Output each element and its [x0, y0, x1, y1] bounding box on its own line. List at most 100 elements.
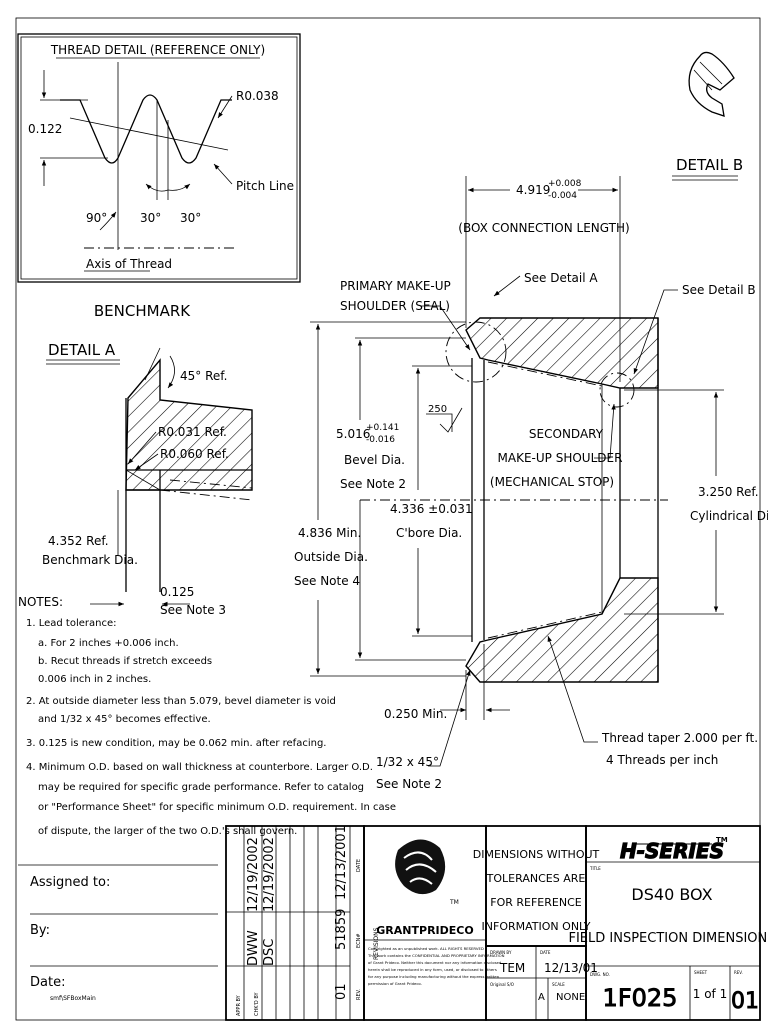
- draw-date-label: DATE: [540, 950, 551, 955]
- svg-text:TM: TM: [449, 899, 459, 906]
- series-tm: TM: [716, 836, 728, 844]
- copyright-line: This work contains the CONFIDENTIAL AND …: [367, 953, 505, 958]
- cylindrical-dia-value: 3.250 Ref.: [698, 485, 759, 499]
- revisions-label: REVISIONS: [373, 927, 380, 960]
- surface-finish-value: 250: [428, 404, 447, 415]
- note-line: 4. Minimum O.D. based on wall thickness …: [26, 762, 373, 773]
- tolerance-note-1: DIMENSIONS WITHOUT: [473, 848, 600, 861]
- box-bottom-wall: [465, 577, 659, 683]
- box-length-label: (BOX CONNECTION LENGTH): [458, 221, 629, 235]
- detail-a: DETAIL A 45° Ref. R0.031 Ref. R0.060 Ref…: [42, 341, 253, 617]
- chkd-date: 12/19/2002: [262, 837, 277, 912]
- note-line: b. Recut threads if stretch exceeds: [38, 656, 212, 667]
- appr-by-label: APPR BY: [236, 994, 242, 1016]
- drawing-title-1: DS40 BOX: [631, 885, 712, 904]
- surface-finish-symbol: [426, 407, 463, 433]
- note-line: of dispute, the larger of the two O.D.'s…: [38, 826, 297, 837]
- benchmark-label: BENCHMARK: [94, 302, 191, 320]
- thread-height-dim: 0.122: [28, 122, 62, 136]
- draw-date: 12/13/01: [544, 961, 598, 975]
- bevel-dia-minus: -0.016: [366, 435, 395, 445]
- note-line: 2. At outside diameter less than 5.079, …: [26, 696, 336, 707]
- see-detail-b: See Detail B: [682, 283, 756, 297]
- see-detail-a: See Detail A: [524, 271, 598, 285]
- cbore-dia-value: 4.336 ±0.031: [390, 502, 473, 516]
- benchmark-dia-label: Benchmark Dia.: [42, 553, 138, 567]
- chamfer-note: See Note 2: [376, 777, 442, 791]
- company-name: GRANTPRIDECO: [376, 924, 473, 937]
- appr-date: 12/19/2002: [246, 837, 261, 912]
- cylindrical-dia-label: Cylindrical Dia.: [690, 509, 768, 523]
- copyright-line: of Grant Prideco. Neither this document …: [368, 960, 502, 965]
- thread-taper: Thread taper 2.000 per ft.: [601, 731, 758, 745]
- detail-b: DETAIL B: [672, 51, 743, 181]
- grant-prideco-logo: TM GRANTPRIDECO: [376, 839, 474, 937]
- assigned-label: Assigned to:: [30, 875, 110, 890]
- rev2-label: REV.: [734, 970, 743, 975]
- detail-a-r1: R0.031 Ref.: [158, 425, 227, 439]
- chkd-by-label: CHK'D BY: [254, 991, 260, 1016]
- detail-b-title: DETAIL B: [676, 156, 743, 174]
- drawn-by-label: DRAWN BY: [490, 950, 512, 955]
- ecn-number: 51859: [334, 909, 349, 950]
- by-label: By:: [30, 923, 50, 938]
- title-label: TITLE: [589, 866, 601, 871]
- note-line: 0.006 inch in 2 inches.: [38, 674, 151, 685]
- detail-a-len-note: See Note 3: [160, 603, 226, 617]
- copyright-line: Copyrighted as an unpublished work. ALL …: [368, 946, 484, 951]
- drawn-by: TEM: [499, 961, 525, 975]
- drawing-title-2: FIELD INSPECTION DIMENSIONS: [568, 931, 768, 946]
- rev-label: REV.: [356, 989, 362, 1000]
- notes-heading: NOTES:: [18, 595, 63, 609]
- note-line: a. For 2 inches +0.006 inch.: [38, 638, 179, 649]
- detail-b-sketch: [688, 51, 735, 117]
- dwg-no: 1F025: [603, 984, 678, 1012]
- tolerance-note-2: TOLERANCES ARE: [486, 872, 586, 885]
- bevel-dia-value: 5.016: [336, 427, 370, 441]
- pitch-line: [69, 117, 229, 151]
- ecn-label: ECN#: [356, 933, 362, 948]
- detail-a-angle: 45° Ref.: [180, 369, 227, 383]
- od-label: Outside Dia.: [294, 550, 368, 564]
- bevel-dia-note: See Note 2: [340, 477, 406, 491]
- sheet-value: 1 of 1: [693, 987, 727, 1001]
- detail-a-title: DETAIL A: [48, 341, 116, 359]
- rev-number: 01: [334, 983, 349, 1000]
- thread-detail-title: THREAD DETAIL (REFERENCE ONLY): [50, 43, 265, 57]
- secondary-shoulder-3: (MECHANICAL STOP): [490, 475, 614, 489]
- detail-a-len-value: 0.125: [160, 585, 194, 599]
- angle-90: 90°: [86, 211, 107, 225]
- flank-angle-right: 30°: [180, 211, 201, 225]
- axis-of-thread-label: Axis of Thread: [86, 257, 172, 271]
- copyright-line: herein shall be reproduced in any form, …: [368, 967, 497, 972]
- copyright-line: for any purpose including manufacturing …: [368, 974, 500, 979]
- thread-detail: THREAD DETAIL (REFERENCE ONLY) 0.122 R0.…: [17, 33, 301, 283]
- od-value: 4.836 Min.: [298, 526, 361, 540]
- thread-detail-frame: [17, 33, 301, 283]
- chamfer-value: 1/32 x 45°: [376, 755, 439, 769]
- rev-date-label: DATE: [356, 859, 362, 872]
- note-line: or "Performance Sheet" for specific mini…: [38, 802, 396, 813]
- threads-per-inch: 4 Threads per inch: [606, 753, 718, 767]
- bevel-dia-plus: +0.141: [366, 423, 399, 433]
- box-length-value: 4.919: [516, 183, 550, 197]
- appr-name: DWW: [246, 930, 261, 966]
- od-note: See Note 4: [294, 574, 360, 588]
- box-section: 4.919 +0.008 -0.004 (BOX CONNECTION LENG…: [294, 176, 768, 791]
- primary-shoulder-2: SHOULDER (SEAL): [340, 299, 450, 313]
- size-value: A: [538, 992, 545, 1003]
- min-250-dim: 0.250 Min.: [384, 707, 447, 721]
- copyright-line: permission of Grant Prideco.: [368, 981, 422, 986]
- original-label: Original S/O: [490, 982, 514, 987]
- scale-label: SCALE: [552, 982, 565, 987]
- detail-a-callout-circle: [445, 321, 507, 383]
- detail-a-r2: R0.060 Ref.: [160, 447, 229, 461]
- title-block: Assigned to: By: Date: smf\SFBoxMain 12/…: [18, 825, 768, 1021]
- primary-shoulder-1: PRIMARY MAKE-UP: [340, 279, 451, 293]
- tolerance-note-3: FOR REFERENCE: [490, 896, 581, 909]
- sheet-border: [15, 17, 761, 1021]
- bevel-dia-label: Bevel Dia.: [344, 453, 405, 467]
- cbore-dia-label: C'bore Dia.: [396, 526, 462, 540]
- chkd-name: DSC: [262, 939, 277, 966]
